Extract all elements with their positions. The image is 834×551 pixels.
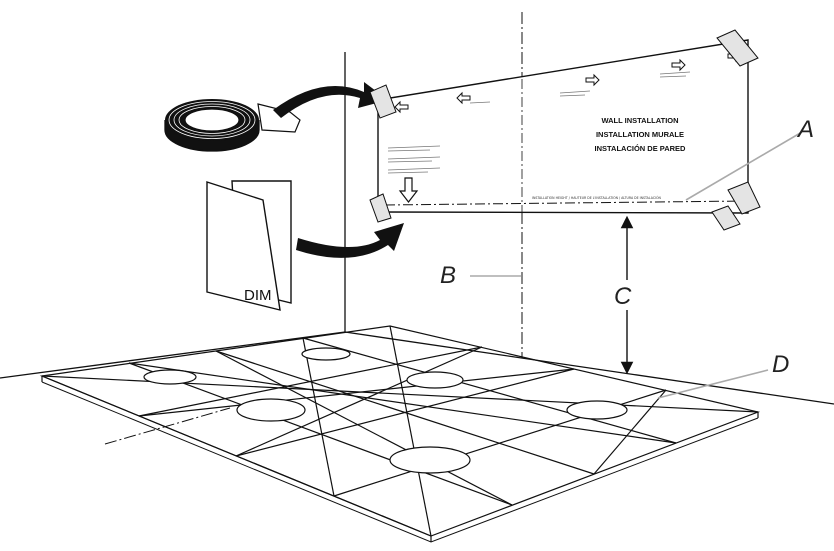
floor-grid <box>39 325 761 543</box>
down-arrow-icon <box>398 177 419 203</box>
callout-a-label: A <box>796 116 814 143</box>
floor-left-edge <box>0 331 346 379</box>
callout-b-label: B <box>440 262 456 289</box>
callout-d-label: D <box>772 351 789 378</box>
room-outline <box>0 52 834 405</box>
drain-circle <box>143 369 197 385</box>
tape-roll-icon <box>164 99 301 152</box>
manual-booklet: DIM <box>206 180 292 311</box>
installation-height-text: INSTALLATION HEIGHT / HAUTEUR DE L'INSTA… <box>532 195 662 200</box>
drain-circle <box>389 446 471 474</box>
callout-a-leader <box>685 131 803 201</box>
arrow-icon <box>273 82 404 258</box>
template-title-es: INSTALACIÓN DE PARED <box>595 144 687 153</box>
dimension-c-label-bg <box>612 280 642 310</box>
drain-circle <box>406 371 464 389</box>
template-title-en: WALL INSTALLATION <box>601 116 678 125</box>
manual-front-cover <box>206 181 281 311</box>
floor-axis-line <box>104 407 231 445</box>
callout-leaders <box>470 131 803 399</box>
drain-circle <box>236 398 306 422</box>
floor-right-edge <box>344 331 834 405</box>
template-arrow-icon <box>394 49 742 114</box>
callout-d-leader <box>657 369 769 399</box>
callout-c-label: C <box>614 283 632 310</box>
drain-circle <box>301 347 351 361</box>
installation-height-line <box>384 200 746 206</box>
tape-strip-icon <box>369 29 761 231</box>
template-title-fr: INSTALLATION MURALE <box>596 130 684 139</box>
template-sheet <box>377 39 749 214</box>
wall-template: INSTALLATION HEIGHT / HAUTEUR DE L'INSTA… <box>369 29 761 231</box>
drain-circle <box>566 400 628 420</box>
template-instructions-graphic <box>387 71 691 174</box>
manual-label: DIM <box>244 287 272 304</box>
